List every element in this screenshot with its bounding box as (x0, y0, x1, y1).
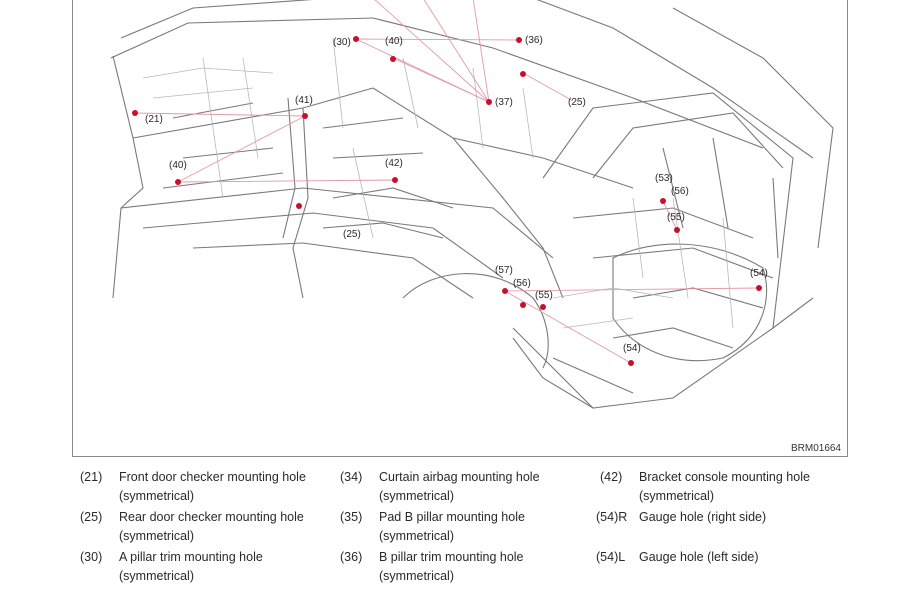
callout-54: (54) (750, 268, 768, 279)
legend-sub: (symmetrical) (379, 489, 454, 503)
callout-36: (36) (525, 35, 543, 46)
legend-num: (21) (80, 470, 103, 484)
callout-41: (41) (295, 95, 313, 106)
car-body-diagram: (21) (25) (25) (30) (36) (37) (40) (40) … (110, 0, 834, 409)
callout-25: (25) (343, 229, 361, 240)
callout-30: (30) (333, 37, 351, 48)
legend-num: (34) (340, 470, 363, 484)
legend: (21) Front door checker mounting hole (s… (0, 468, 920, 590)
callout-42: (42) (385, 158, 403, 169)
callout-40: (40) (385, 36, 403, 47)
legend-num: (42) (600, 470, 623, 484)
legend-sub: (symmetrical) (639, 489, 714, 503)
legend-sub: (symmetrical) (119, 569, 194, 583)
legend-sub: (symmetrical) (379, 569, 454, 583)
callout-55: (55) (667, 212, 685, 223)
legend-text: Gauge hole (left side) (639, 550, 759, 564)
callout-40: (40) (169, 160, 187, 171)
callout-56: (56) (513, 278, 531, 289)
figure-id: BRM01664 (790, 443, 841, 454)
callout-57: (57) (495, 265, 513, 276)
legend-num: (30) (80, 550, 103, 564)
legend-num: (25) (80, 510, 103, 524)
legend-text: Bracket console mounting hole (639, 470, 810, 484)
diagram-frame: (21) (25) (25) (30) (36) (37) (40) (40) … (72, 0, 848, 457)
callout-37: (37) (495, 97, 513, 108)
legend-text: B pillar trim mounting hole (379, 550, 524, 564)
callout-54: (54) (623, 343, 641, 354)
legend-text: Curtain airbag mounting hole (379, 470, 540, 484)
legend-text: Rear door checker mounting hole (119, 510, 304, 524)
legend-num: (36) (340, 550, 363, 564)
legend-sub: (symmetrical) (119, 529, 194, 543)
legend-num: (35) (340, 510, 363, 524)
legend-sub: (symmetrical) (119, 489, 194, 503)
callout-25: (25) (568, 97, 586, 108)
legend-sub: (symmetrical) (379, 529, 454, 543)
body-detail-lines (142, 37, 734, 329)
callout-21: (21) (145, 114, 163, 125)
callout-56: (56) (671, 186, 689, 197)
legend-text: A pillar trim mounting hole (119, 550, 263, 564)
legend-num: (54)L (596, 550, 626, 564)
mounting-hole-markers (132, 36, 762, 366)
callout-55: (55) (535, 290, 553, 301)
legend-text: Pad B pillar mounting hole (379, 510, 525, 524)
legend-num: (54)R (596, 510, 628, 524)
body-outline (110, 0, 834, 409)
leader-lines (134, 0, 760, 364)
legend-text: Front door checker mounting hole (119, 470, 306, 484)
callout-53: (53) (655, 173, 673, 184)
callout-labels: (21) (25) (25) (30) (36) (37) (40) (40) … (145, 35, 768, 354)
legend-text: Gauge hole (right side) (639, 510, 767, 524)
